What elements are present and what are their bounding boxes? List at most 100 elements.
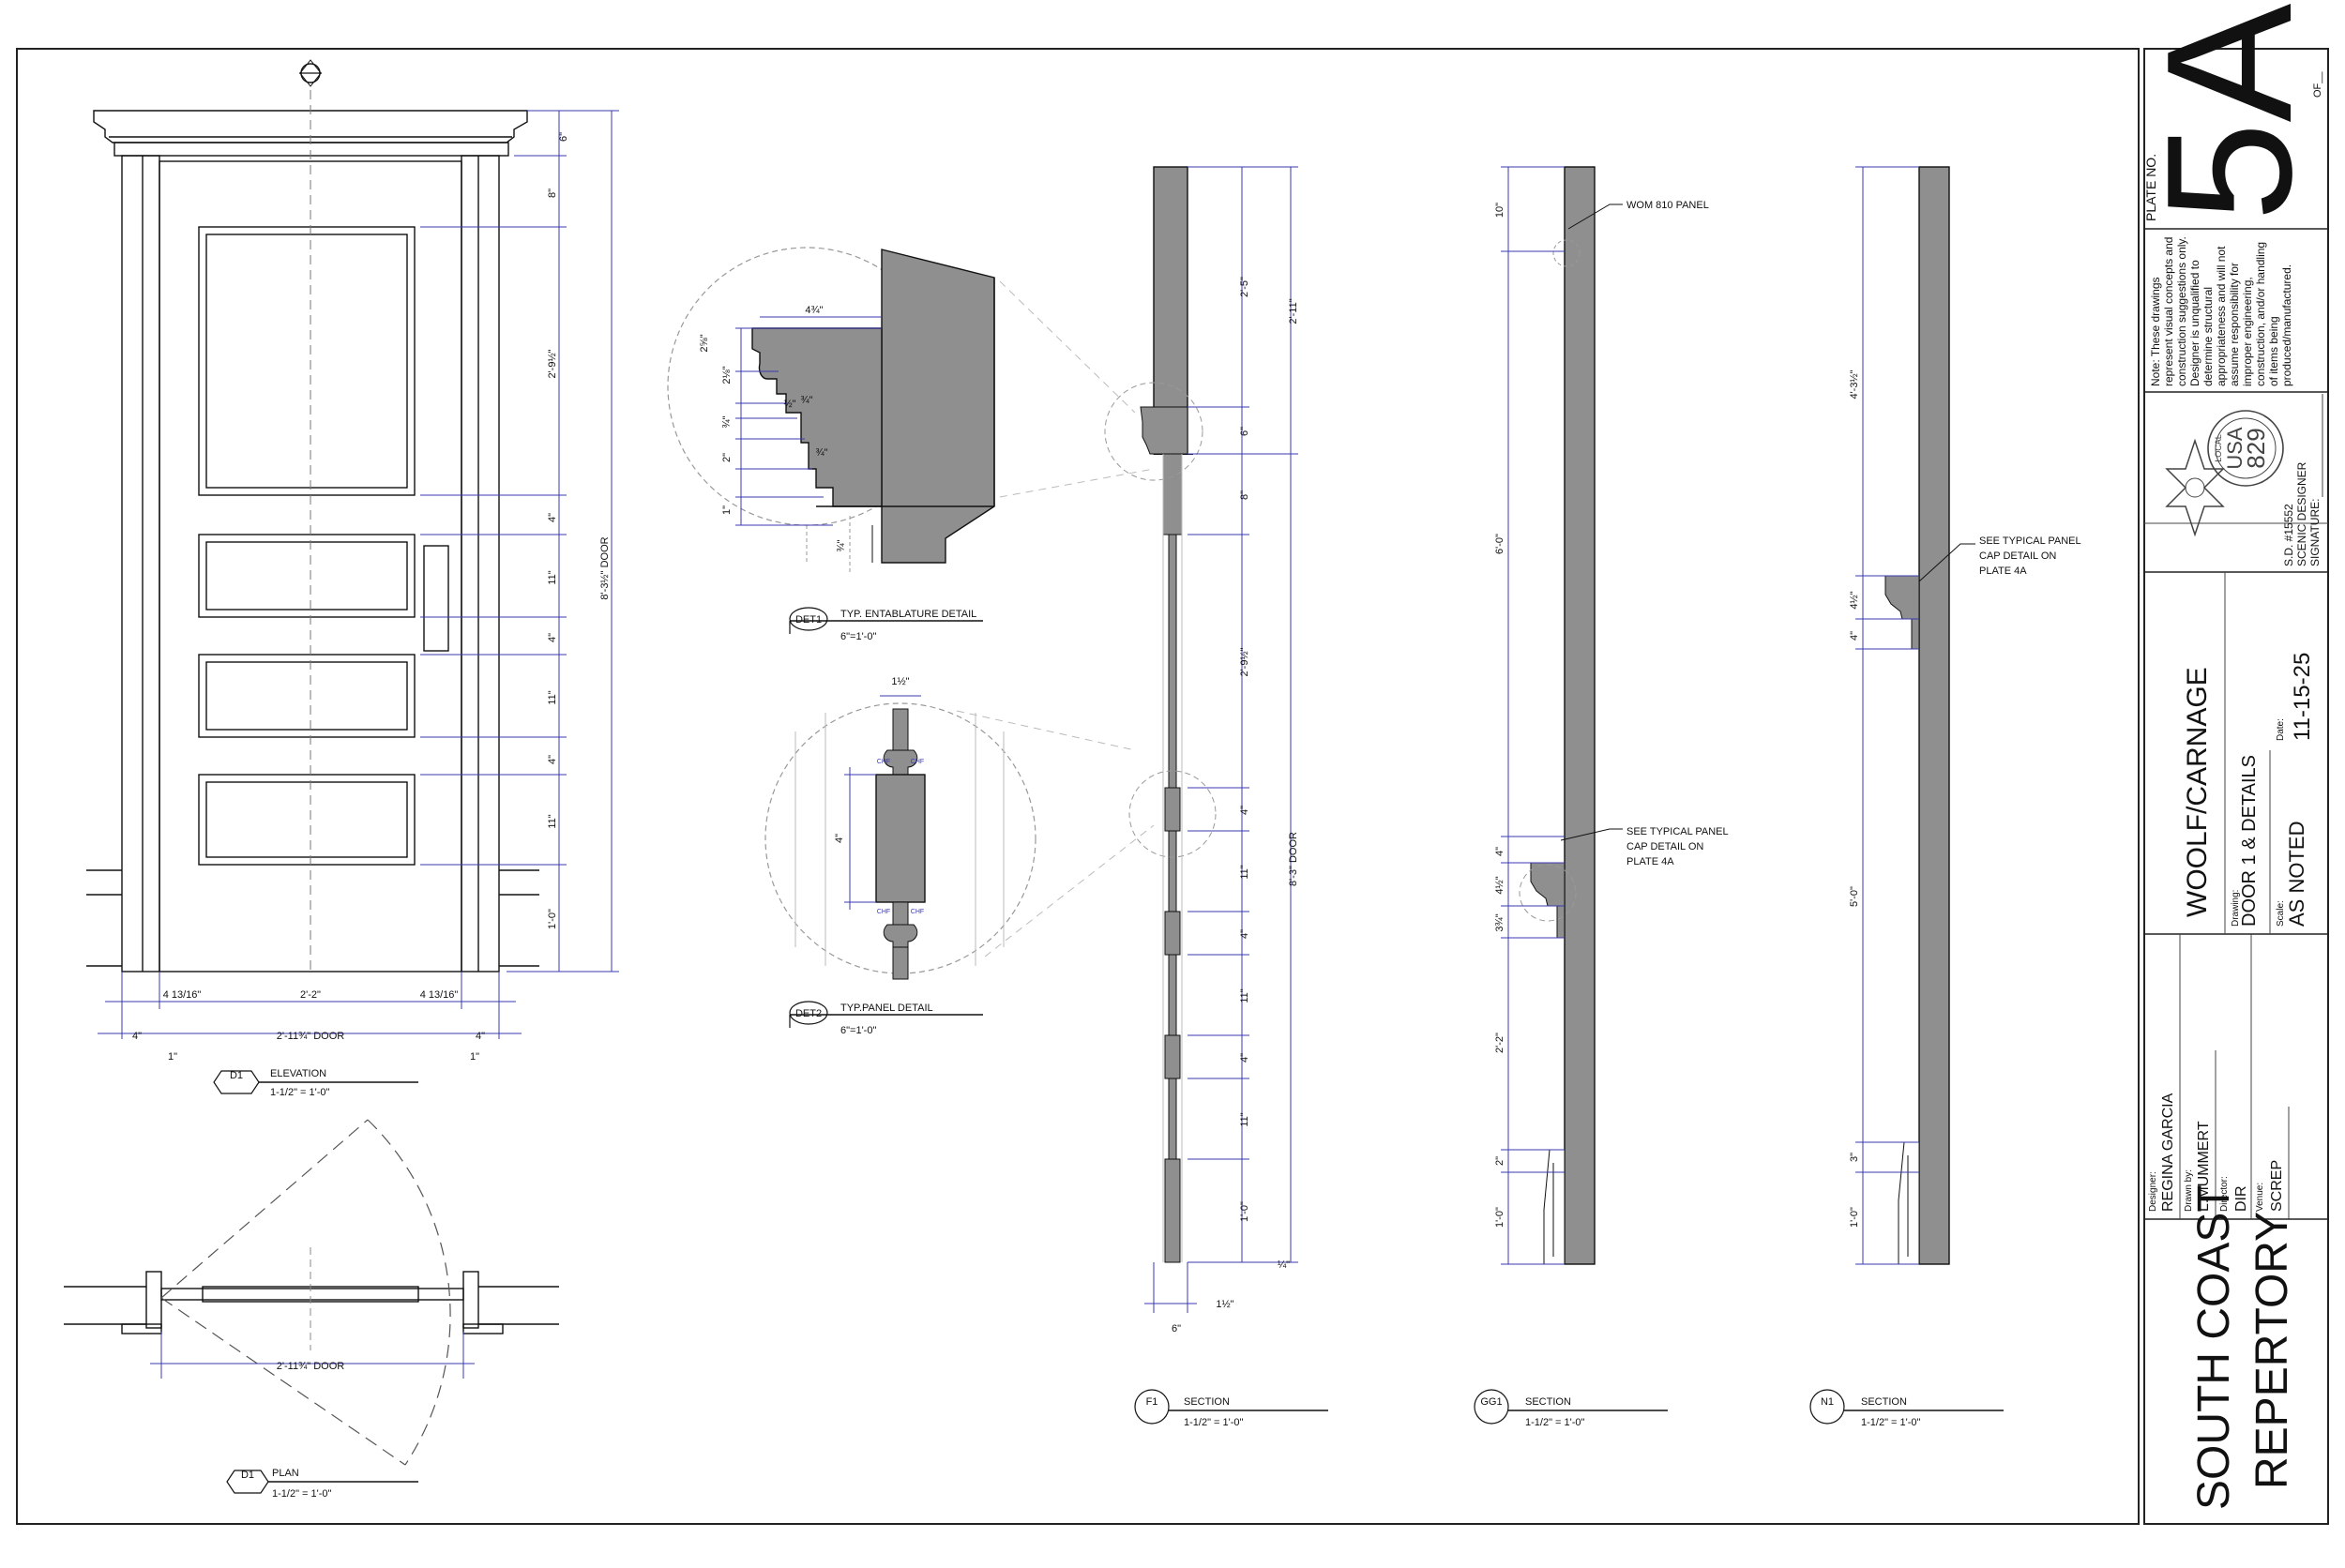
elevation-bottom-dims <box>98 972 522 1039</box>
det2-scale: 6"=1'-0" <box>840 1025 876 1036</box>
elev-dim-8: 4" <box>547 755 558 764</box>
project-title: WOOLF/CARNAGE <box>2182 667 2213 917</box>
company-line-1: SOUTH COAST <box>2189 1184 2239 1510</box>
det2-chf-3: CHF <box>877 909 890 915</box>
gg1-dim-5: 3¾" <box>1494 913 1505 931</box>
f1-dim-7: 4" <box>1239 929 1250 939</box>
elev-dim-10: 1'-0" <box>547 909 558 929</box>
elev-bottom-outer-1: 4" <box>132 1031 142 1042</box>
company-line-2: REPERTORY <box>2247 1212 2297 1489</box>
n1-dims <box>1855 166 1919 1265</box>
section-cut-marker <box>299 59 322 87</box>
det2-chf-4: CHF <box>911 909 924 915</box>
f1-title: SECTION <box>1184 1396 1230 1408</box>
det1-title-tag: DET1 TYP. ENTABLATURE DETAIL 6"=1'-0" <box>789 607 983 642</box>
n1-scale: 1-1/2" = 1'-0" <box>1861 1417 1921 1428</box>
n1-dim-2: 4½" <box>1849 591 1860 609</box>
n1-title: SECTION <box>1861 1396 1907 1408</box>
n1-callout-a: SEE TYPICAL PANEL <box>1979 535 2081 547</box>
door-plan <box>64 1271 559 1334</box>
note-line-6: appropriateness and will not <box>2215 246 2228 386</box>
f1-dim-5: 4" <box>1239 806 1250 815</box>
det2-tag: DET2 <box>795 1008 822 1019</box>
plan-dim-line <box>150 1332 475 1379</box>
elev-bottom-outer-2: 2'-11¾" DOOR <box>277 1031 344 1042</box>
elev-dim-9: 11" <box>547 814 558 828</box>
plate-of: OF__ <box>2312 71 2323 98</box>
union-sd: S.D. #15552 <box>2282 504 2295 566</box>
elev-dim-6: 4" <box>547 633 558 642</box>
det1-scale: 6"=1'-0" <box>840 631 876 642</box>
elev-dim-1: 6" <box>558 132 569 142</box>
gg1-tag: GG1 <box>1480 1396 1502 1408</box>
seal-top: USA <box>2223 427 2247 470</box>
f1-scale: 1-1/2" = 1'-0" <box>1184 1417 1244 1428</box>
n1-callout-leader <box>1918 543 1975 582</box>
note-line-7: assume responsibility for <box>2228 263 2241 386</box>
door-swing <box>160 1119 451 1466</box>
elev-overall: 8'-3½" DOOR <box>599 536 611 599</box>
n1-dim-6: 1'-0" <box>1849 1207 1860 1228</box>
elevation-title-tag: D1 ELEVATION 1-1/2" = 1'-0" <box>213 1068 418 1098</box>
scale-label: Scale: <box>2276 900 2286 927</box>
section-f1-dims <box>1144 166 1298 1313</box>
f1-dim-9: 4" <box>1239 1053 1250 1063</box>
det1-dim-2: 2⅝" <box>699 334 710 352</box>
gg1-dim-1: 10" <box>1494 203 1505 218</box>
elev-bottom-min-2: 1" <box>470 1051 479 1063</box>
n1-dim-1: 4'-3½" <box>1849 369 1860 399</box>
n1-tag: N1 <box>1821 1396 1834 1408</box>
plan-dim: 2'-11¾" DOOR <box>277 1361 344 1372</box>
venue-label: Venue: <box>2255 1183 2265 1212</box>
n1-dim-5: 3" <box>1849 1153 1860 1162</box>
date-value: 11-15-25 <box>2290 653 2315 741</box>
elev-dim-3: 2'-9½" <box>547 349 558 378</box>
elev-dim-4: 4" <box>547 513 558 522</box>
director-name: DIR <box>2233 1185 2249 1212</box>
det1-title: TYP. ENTABLATURE DETAIL <box>840 609 976 620</box>
det1-tag: DET1 <box>795 614 822 626</box>
title-block-dividers <box>2144 228 2328 1220</box>
f1-dim-10: 11" <box>1239 1112 1250 1126</box>
f1-dim-3: 8" <box>1239 490 1250 500</box>
elevation-dim-labels: 6" 8" 2'-9½" 4" 11" 4" 11" 4" 11" 1'-0" … <box>547 132 611 929</box>
union-role: SCENIC DESIGNER <box>2295 461 2308 566</box>
seal-local: LOCAL <box>2214 434 2223 462</box>
drawn-name: L.MUMMERT <box>2196 1121 2212 1212</box>
note-line-4: Designer is unqualified to <box>2188 260 2201 386</box>
gg1-dim-3: 4" <box>1494 847 1505 856</box>
elev-bottom-inner-3: 4 13/16" <box>420 989 459 1001</box>
designer-label: Designer: <box>2148 1171 2158 1212</box>
gg1-title-tag: GG1 SECTION 1-1/2" = 1'-0" <box>1474 1389 1668 1428</box>
gg1-callout-2b: CAP DETAIL ON <box>1626 841 1703 852</box>
gg1-dim-7: 2" <box>1494 1156 1505 1166</box>
f1-overall-a: 2'-11" <box>1288 298 1299 324</box>
note-line-11: produced/manufactured. <box>2280 264 2293 386</box>
f1-dim-4: 2'-9½" <box>1239 647 1250 676</box>
f1-dim-8: 11" <box>1239 988 1250 1003</box>
entablature-detail-leaders <box>999 280 1155 498</box>
det1-dim-5: ½" <box>783 399 795 410</box>
gg1-dim-8: 1'-0" <box>1494 1207 1505 1228</box>
n1-dim-3: 4" <box>1849 631 1860 641</box>
f1-overall-b: 8'-3" DOOR <box>1288 832 1299 886</box>
det1-dims <box>735 316 882 526</box>
plan-title-tag: D1 PLAN 1-1/2" = 1'-0" <box>226 1468 418 1500</box>
f1-dim-1: 2'-5" <box>1239 277 1250 297</box>
plate-number: 5A <box>2130 3 2329 221</box>
drawing-label: Drawing: <box>2231 890 2241 927</box>
n1-dim-4: 5'-0" <box>1849 886 1860 907</box>
date-label: Date: <box>2276 718 2286 741</box>
f1-dim-6: 11" <box>1239 865 1250 879</box>
n1-title-tag: N1 SECTION 1-1/2" = 1'-0" <box>1809 1389 2004 1428</box>
det2-title-tag: DET2 TYP.PANEL DETAIL 6"=1'-0" <box>789 1001 983 1036</box>
elevation-tag: D1 <box>230 1070 243 1081</box>
note-line-1: Note: These drawings <box>2149 277 2162 386</box>
plate-label: PLATE NO. <box>2143 154 2158 221</box>
note-line-9: construction, and/or handling <box>2254 242 2267 386</box>
gg1-callout-1: WOM 810 PANEL <box>1626 200 1709 211</box>
elev-bottom-outer-3: 4" <box>476 1031 485 1042</box>
designer-name: REGINA GARCIA <box>2160 1093 2176 1212</box>
scale-value: AS NOTED <box>2285 822 2308 927</box>
